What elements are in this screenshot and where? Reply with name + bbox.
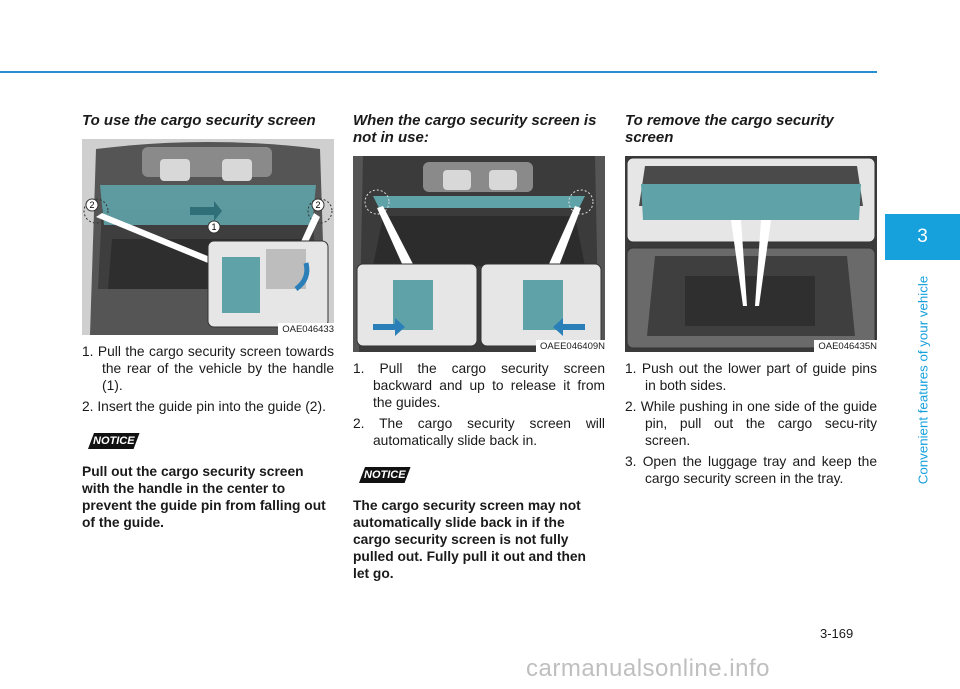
- section-remove-screen: To remove the cargo security screen OAE0…: [625, 112, 877, 491]
- callout-1: 1: [211, 222, 216, 232]
- figure-code: OAEE046409N: [536, 340, 605, 352]
- callout-2-right: 2: [315, 200, 320, 210]
- watermark: carmanualsonline.info: [526, 655, 770, 682]
- figure-use-screen: 2 2 1 OAE046433: [82, 139, 334, 335]
- figure-code: OAE046433: [278, 323, 334, 335]
- cargo-screen-illustration: 2 2 1: [82, 139, 334, 335]
- chapter-title-tab[interactable]: Convenient features of your vehicle: [885, 260, 960, 540]
- step-item: 1. Pull the cargo security screen toward…: [82, 344, 334, 393]
- steps-list: 1. Pull the cargo security screen backwa…: [353, 360, 605, 449]
- step-item: 3. Open the luggage tray and keep the ca…: [625, 454, 877, 486]
- step-item: 2. The cargo security screen will automa…: [353, 416, 605, 448]
- figure-remove-screen: OAE046435N: [625, 156, 877, 352]
- section-not-in-use: When the cargo security screen is not in…: [353, 112, 605, 582]
- section-use-screen: To use the cargo security screen 2 2: [82, 112, 334, 531]
- chapter-number-tab[interactable]: 3: [885, 214, 960, 260]
- section-title: To use the cargo security screen: [82, 112, 316, 129]
- retract-screen-illustration: [353, 156, 605, 352]
- steps-list: 1. Push out the lower part of guide pins…: [625, 360, 877, 487]
- header-rule: [0, 71, 877, 73]
- notice-text: The cargo security screen may not automa…: [353, 498, 586, 581]
- figure-not-in-use: OAEE046409N: [353, 156, 605, 352]
- callout-2-left: 2: [89, 200, 94, 210]
- page-number: 3-169: [820, 626, 854, 641]
- notice-text: Pull out the cargo security screen with …: [82, 464, 326, 530]
- notice-badge: NOTICE: [359, 467, 411, 483]
- steps-list: 1. Pull the cargo security screen toward…: [82, 343, 334, 415]
- chapter-title: Convenient features of your vehicle: [915, 275, 930, 485]
- figure-code: OAE046435N: [814, 340, 877, 352]
- notice-badge: NOTICE: [88, 433, 140, 449]
- remove-screen-illustration: [625, 156, 877, 352]
- step-item: 1. Push out the lower part of guide pins…: [625, 361, 877, 393]
- step-item: 2. While pushing in one side of the guid…: [625, 399, 877, 448]
- step-item: 1. Pull the cargo security screen backwa…: [353, 361, 605, 410]
- section-title: To remove the cargo security screen: [625, 112, 834, 146]
- step-item: 2. Insert the guide pin into the guide (…: [82, 399, 326, 414]
- section-title: When the cargo security screen is not in…: [353, 112, 597, 146]
